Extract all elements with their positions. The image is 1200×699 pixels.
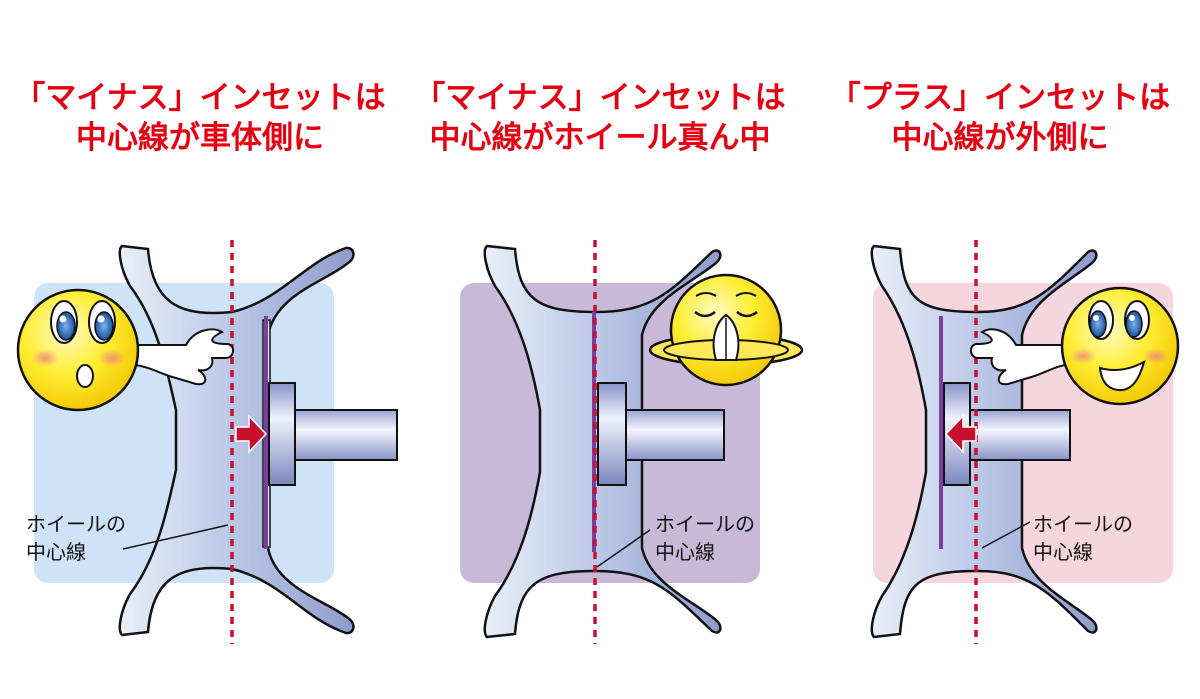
- panel-3-axle: [969, 409, 1071, 461]
- panel-1-hub-flange: [268, 382, 296, 486]
- panel-3-left-iris: [1089, 310, 1107, 338]
- panel-1-diagram: [16, 240, 398, 644]
- panel-2-title-line2: 中心線がホイール真ん中: [429, 120, 771, 156]
- panel-1-title-line1: 「マイナス」インセットは: [14, 80, 386, 116]
- panel-2-brow-left: [695, 292, 717, 297]
- panel-2-left-eye-icon: [694, 310, 716, 318]
- panel-2-right-eye-icon: [736, 310, 758, 318]
- panel-1-character: [16, 288, 140, 412]
- panel-2-centerline-label: ホイールの 中心線: [655, 510, 755, 566]
- panel-3-right-eye-shine: [1129, 315, 1135, 321]
- panel-2-title: 「マイナス」インセットは 中心線がホイール真ん中: [400, 78, 800, 158]
- panel-3-mouth-icon: [1098, 360, 1146, 392]
- panel-3-blush-right: [1143, 348, 1169, 364]
- panel-2-label-leader: [596, 529, 651, 568]
- panel-3-character: [1060, 286, 1180, 406]
- panel-1-centerline-label: ホイールの 中心線: [26, 510, 126, 566]
- panel-1-label-leader: [122, 524, 229, 550]
- panel-1-right-iris: [94, 311, 114, 341]
- panel-3-label-line1: ホイールの: [1033, 512, 1133, 536]
- panel-1-title: 「マイナス」インセットは 中心線が車体側に: [0, 78, 400, 158]
- panel-2-diagram: [460, 240, 804, 644]
- panel-2-hub-flange: [597, 382, 627, 486]
- panel-1-label-line2: 中心線: [26, 540, 86, 564]
- panel-1-right-eye-shine: [97, 315, 105, 323]
- panel-3-centerline-label: ホイールの 中心線: [1033, 510, 1133, 566]
- panel-3-label-line2: 中心線: [1033, 540, 1093, 564]
- panel-2-label-line2: 中心線: [655, 540, 715, 564]
- panel-3-diagram: [870, 240, 1180, 644]
- panel-1-axle: [294, 409, 398, 461]
- panel-3-left-eye-shine: [1093, 315, 1099, 321]
- panel-3-title-line1: 「プラス」インセットは: [829, 80, 1171, 116]
- panel-1-label-line1: ホイールの: [26, 512, 126, 536]
- panel-3-blush-left: [1070, 348, 1096, 364]
- panel-2-axle: [625, 409, 725, 461]
- panel-2-label-line1: ホイールの: [655, 512, 755, 536]
- panel-2-title-line1: 「マイナス」インセットは: [414, 80, 786, 116]
- panel-1-title-line2: 中心線が車体側に: [76, 120, 324, 156]
- panel-1-character-face: [16, 288, 140, 412]
- panel-2-brow-right: [735, 292, 757, 297]
- panel-1-left-eye-shine: [59, 315, 67, 323]
- panel-1-left-iris: [56, 311, 76, 341]
- panel-1-pointing-hand: [127, 328, 234, 386]
- panel-3-pointing-hand: [970, 328, 1071, 386]
- panel-1-blush-right: [98, 349, 126, 367]
- panel-1-mouth-icon: [76, 364, 94, 388]
- panel-3-title: 「プラス」インセットは 中心線が外側に: [800, 78, 1200, 158]
- panel-1-blush-left: [31, 349, 59, 367]
- panel-3-title-line2: 中心線が外側に: [891, 120, 1109, 156]
- panel-1-offset-arrow-icon: [235, 414, 268, 454]
- panel-3-offset-arrow-icon: [944, 414, 977, 454]
- panel-2-character: [648, 273, 804, 387]
- panel-3-right-iris: [1125, 310, 1143, 338]
- panel-3-label-leader: [981, 521, 1031, 549]
